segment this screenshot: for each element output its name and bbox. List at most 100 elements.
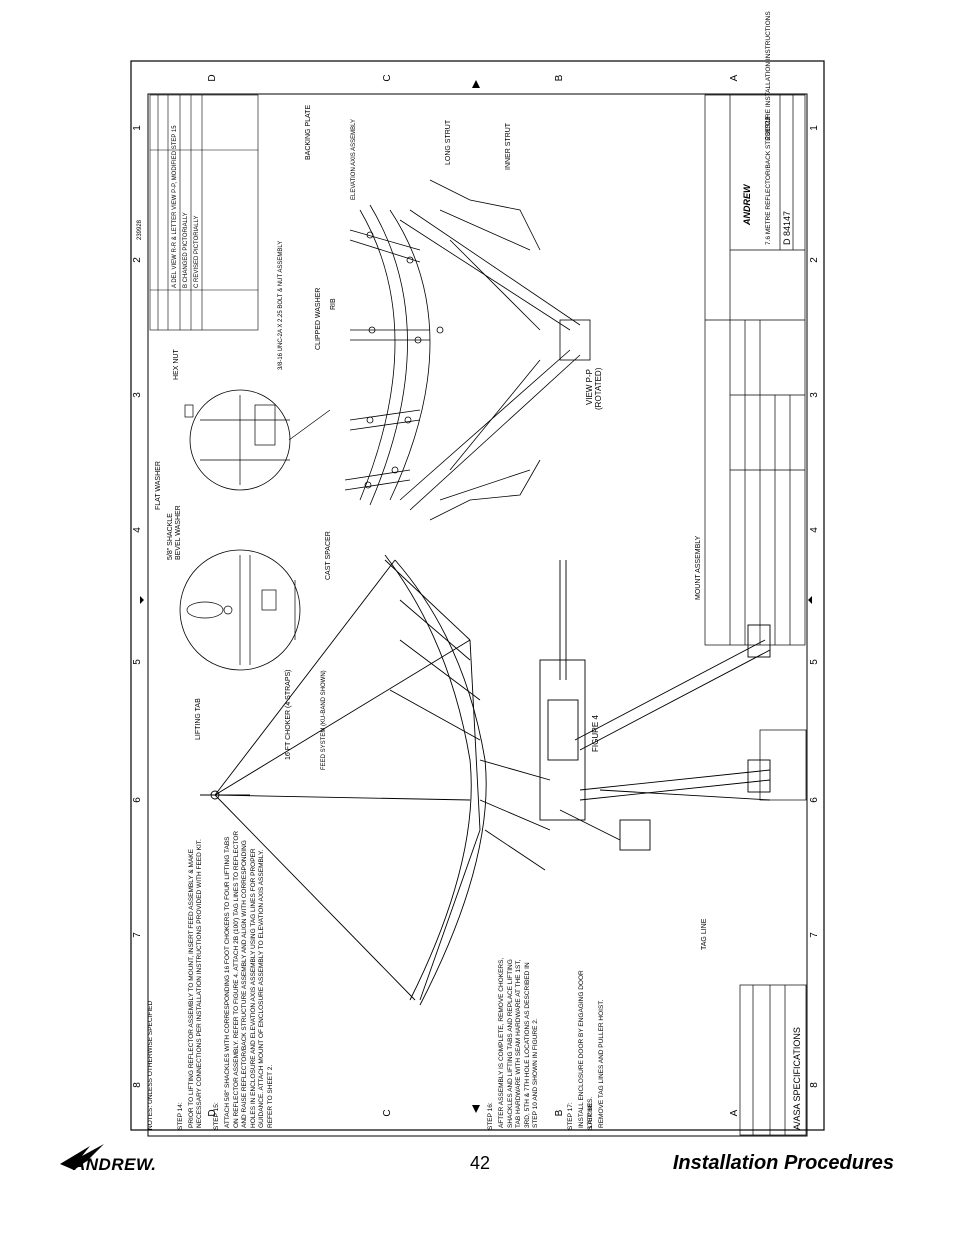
revision-entry: C REVISED PICTORIALLY — [194, 216, 200, 288]
callout-shackle: 5/8" SHACKLE — [167, 513, 174, 560]
choker-line — [214, 794, 471, 801]
dish-rim-arc — [359, 209, 396, 501]
callout-backing-plate: BACKING PLATE — [305, 105, 312, 160]
zone-letter: B — [554, 1109, 565, 1116]
title-company: ANDREW — [742, 183, 752, 226]
spec-box — [739, 729, 807, 1136]
strut-line — [409, 354, 581, 511]
step17-text: INSTALL ENCLOSURE DOOR BY ENGAGING DOOR … — [578, 970, 594, 1128]
mount-box — [539, 659, 586, 821]
zone-letter: D — [207, 74, 218, 81]
drawing-code-title: 239928 — [765, 117, 772, 140]
zone-number: 8 — [809, 1082, 820, 1088]
callout-bolt-nut: 3/8-16 UNC-2A X 2.25 BOLT & NUT ASSEMBLY — [278, 241, 284, 370]
revision-text: A DEL VIEW R-R & LETTER VIEW P-P, MODIFI… — [137, 125, 200, 288]
notes-head: NOTES: UNLESS OTHERWISE SPECIFIED — [147, 1001, 154, 1130]
logo-lightning-icon — [60, 1144, 104, 1170]
drawing-title: 7.6 METRE REFLECTOR/BACK STRUCTURE INSTA… — [765, 11, 772, 245]
zone-number: 4 — [809, 527, 820, 533]
callout-feed-system: FEED SYSTEM (KU-BAND SHOWN) — [321, 670, 327, 770]
drawing-number: D 84147 — [782, 211, 792, 245]
arrow-mark — [808, 596, 812, 604]
zone-letter: D — [207, 1109, 218, 1116]
callouts: HEX NUT FLAT WASHER 5/8" SHACKLE BEVEL W… — [155, 105, 708, 950]
logo-wordmark: ANDREW. — [73, 1155, 157, 1174]
callout-long-strut: LONG STRUT — [445, 119, 452, 165]
revision-entry: B CHANGED PICTORIALLY — [183, 212, 189, 288]
detail-lifting-lines — [186, 555, 296, 665]
drawing-code: 239928 — [137, 219, 143, 240]
zone-number: 5 — [809, 659, 820, 665]
zone-number: 6 — [132, 797, 143, 803]
choker-line — [214, 639, 471, 796]
sheet-inner-border — [147, 93, 808, 1137]
callout-lifting-tab: LIFTING TAB — [195, 698, 202, 740]
zone-number: 2 — [809, 257, 820, 263]
step15-text: ATTACH 5/8" SHACKLES WITH CORRESPONDING … — [224, 830, 274, 1128]
strut-line — [409, 209, 581, 326]
zone-numbers-left: 8 7 6 5 4 3 2 1 — [132, 125, 143, 1088]
callout-tag-line: TAG LINE — [701, 918, 708, 950]
detail-hardware-lines — [184, 395, 331, 485]
step18-text: REMOVE TAG LINES AND PULLER HOIST. — [598, 999, 605, 1128]
zone-number: 6 — [809, 797, 820, 803]
strut-line — [399, 349, 571, 501]
step16-head: STEP 16: — [487, 1102, 494, 1130]
callout-choker: 16 FT CHOKER (4 STRAPS) — [285, 669, 292, 760]
spec-label: A/ASA SPECIFICATIONS — [792, 1027, 802, 1130]
callout-clipped-washer: CLIPPED WASHER — [315, 288, 322, 350]
view-label: VIEW P-P — [585, 369, 594, 405]
revision-block — [149, 94, 259, 331]
zone-number: 5 — [132, 659, 143, 665]
zone-letter: A — [729, 74, 740, 81]
callout-flat-washer: FLAT WASHER — [155, 461, 162, 510]
callout-bevel-washer: BEVEL WASHER — [175, 505, 182, 560]
mount-leg — [579, 649, 771, 751]
view-pp-drawing — [344, 179, 591, 521]
choker-line — [214, 794, 416, 1001]
view-sub-label: (ROTATED) — [594, 367, 603, 410]
callout-elevation-axis: ELEVATION AXIS ASSEMBLY — [351, 119, 357, 200]
instruction-steps: NOTES: UNLESS OTHERWISE SPECIFIED STEP 1… — [147, 1001, 594, 1130]
detail-circle-hardware — [189, 389, 291, 491]
zone-letter: C — [382, 74, 393, 81]
step14-head: STEP 14: — [177, 1102, 184, 1130]
andrew-logo: ANDREW. — [60, 1142, 170, 1174]
revision-entry: A DEL VIEW R-R & LETTER VIEW P-P, MODIFI… — [172, 125, 178, 288]
callout-rib: RIB — [330, 298, 337, 310]
dish-rim-arc — [369, 204, 408, 506]
choker-line — [214, 559, 396, 796]
zone-number: 2 — [132, 257, 143, 263]
step14-text: PRIOR TO LIFTING REFLECTOR ASSEMBLY TO M… — [188, 839, 203, 1128]
step18-head: STEP 18: — [587, 1102, 594, 1130]
step17-head: STEP 17: — [567, 1102, 574, 1130]
zone-number: 7 — [132, 932, 143, 938]
detail-circle-lifting-tab — [179, 549, 301, 671]
dish-rim-arc — [389, 209, 431, 501]
zone-letters-top: D C B A — [207, 74, 740, 81]
mount-leg — [574, 639, 766, 741]
zone-number: 8 — [132, 1082, 143, 1088]
figure-label: FIGURE 4 — [591, 715, 600, 752]
dish-profile — [384, 554, 472, 1001]
arrow-mark — [140, 596, 144, 604]
arrow-mark — [472, 1105, 480, 1113]
mount-leg — [579, 769, 771, 791]
zone-number: 3 — [809, 392, 820, 398]
section-title: Installation Procedures — [672, 1152, 894, 1174]
sheet-outer-border — [130, 60, 825, 1131]
zone-number: 7 — [809, 932, 820, 938]
zone-number: 1 — [132, 125, 143, 131]
arrow-mark — [472, 80, 480, 88]
page-number: 42 — [469, 1153, 491, 1173]
callout-hex-nut: HEX NUT — [173, 349, 180, 380]
callout-inner-strut: INNER STRUT — [505, 122, 512, 170]
title-block-text: ANDREW 7.6 METRE REFLECTOR/BACK STRUCTUR… — [742, 11, 792, 245]
mount-leg — [579, 779, 771, 801]
dish-profile — [394, 559, 487, 1006]
zone-number: 1 — [809, 125, 820, 131]
callout-mount-assembly: MOUNT ASSEMBLY — [695, 535, 702, 600]
callout-cast-spacer: CAST SPACER — [325, 531, 332, 580]
zone-letters-bottom: D C B A — [207, 1109, 740, 1116]
zone-letter: C — [382, 1109, 393, 1116]
